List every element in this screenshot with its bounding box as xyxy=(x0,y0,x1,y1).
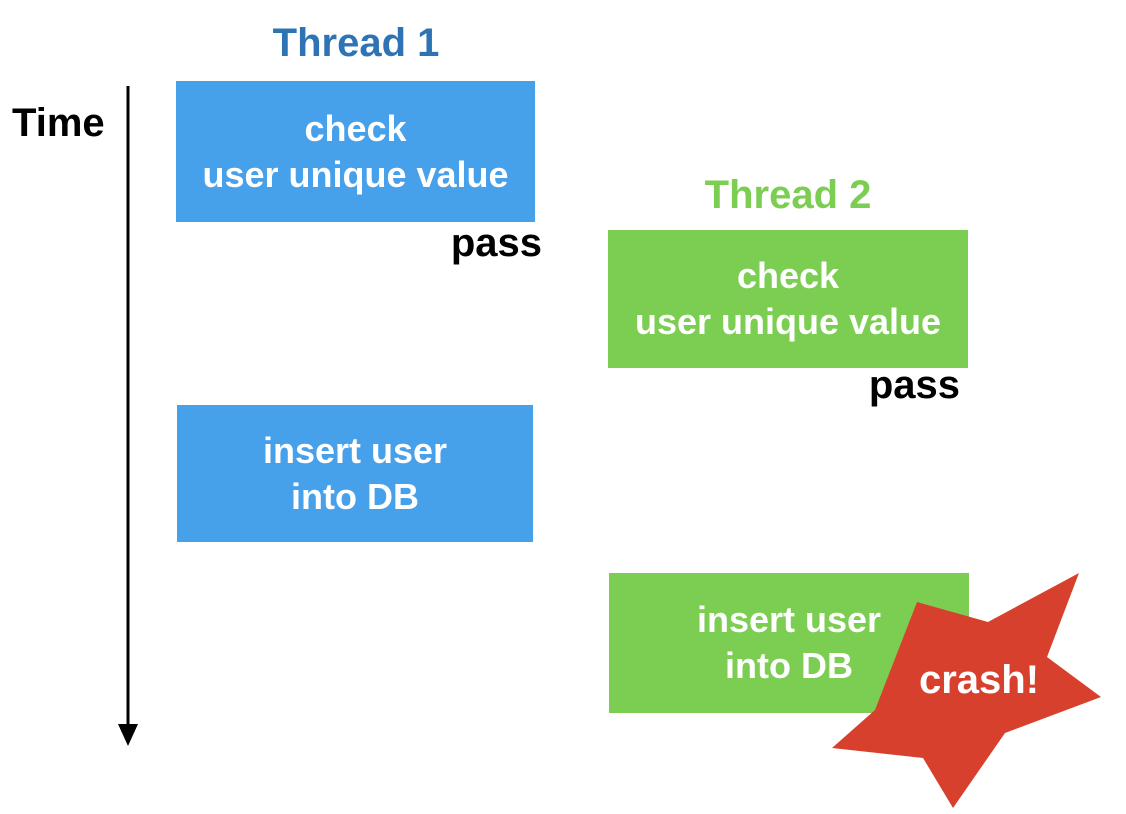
thread2-pass-label: pass xyxy=(868,363,960,407)
thread1-pass-label: pass xyxy=(450,221,542,265)
thread2-check-line1: check xyxy=(736,255,840,296)
thread2-title: Thread 2 xyxy=(704,173,872,217)
thread2-insert-line1: insert user xyxy=(696,599,882,640)
thread1-check-box: check user unique value xyxy=(176,81,535,222)
thread1-insert-line2: into DB xyxy=(291,475,419,517)
time-axis-label: Time xyxy=(12,101,105,145)
crash-label: crash! xyxy=(918,658,1040,702)
thread1-title: Thread 1 xyxy=(272,21,440,65)
thread1-insert-box: insert user into DB xyxy=(177,405,533,542)
thread2-check-box: check user unique value xyxy=(608,230,968,368)
thread2-check-line2: user unique value xyxy=(634,301,942,342)
thread1-insert-line1: insert user xyxy=(262,429,448,471)
thread2-insert-line2: into DB xyxy=(725,645,853,686)
thread1-check-line2: user unique value xyxy=(202,153,509,195)
time-axis-arrow xyxy=(118,86,138,746)
thread1-check-line1: check xyxy=(304,107,407,149)
arrowhead-down-icon xyxy=(118,724,138,746)
